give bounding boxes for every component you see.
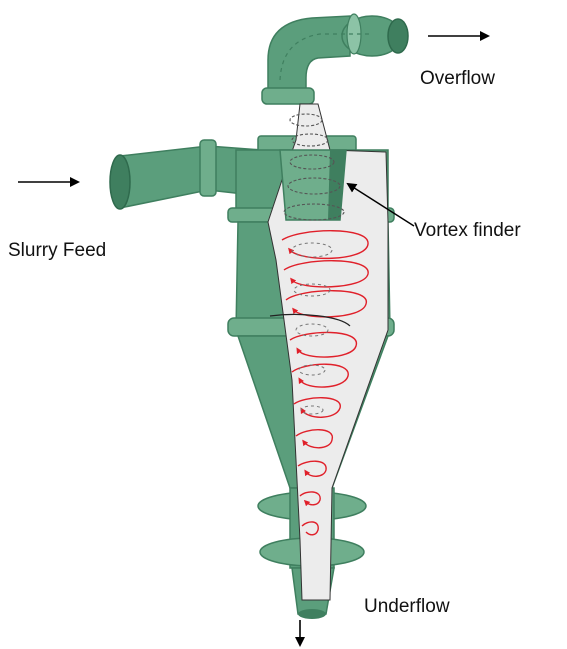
vortex-finder-label: Vortex finder xyxy=(414,220,521,241)
underflow-label: Underflow xyxy=(364,596,450,617)
overflow-label: Overflow xyxy=(420,68,495,89)
overflow-pipe xyxy=(262,14,408,104)
slurry-feed-label: Slurry Feed xyxy=(8,240,106,261)
